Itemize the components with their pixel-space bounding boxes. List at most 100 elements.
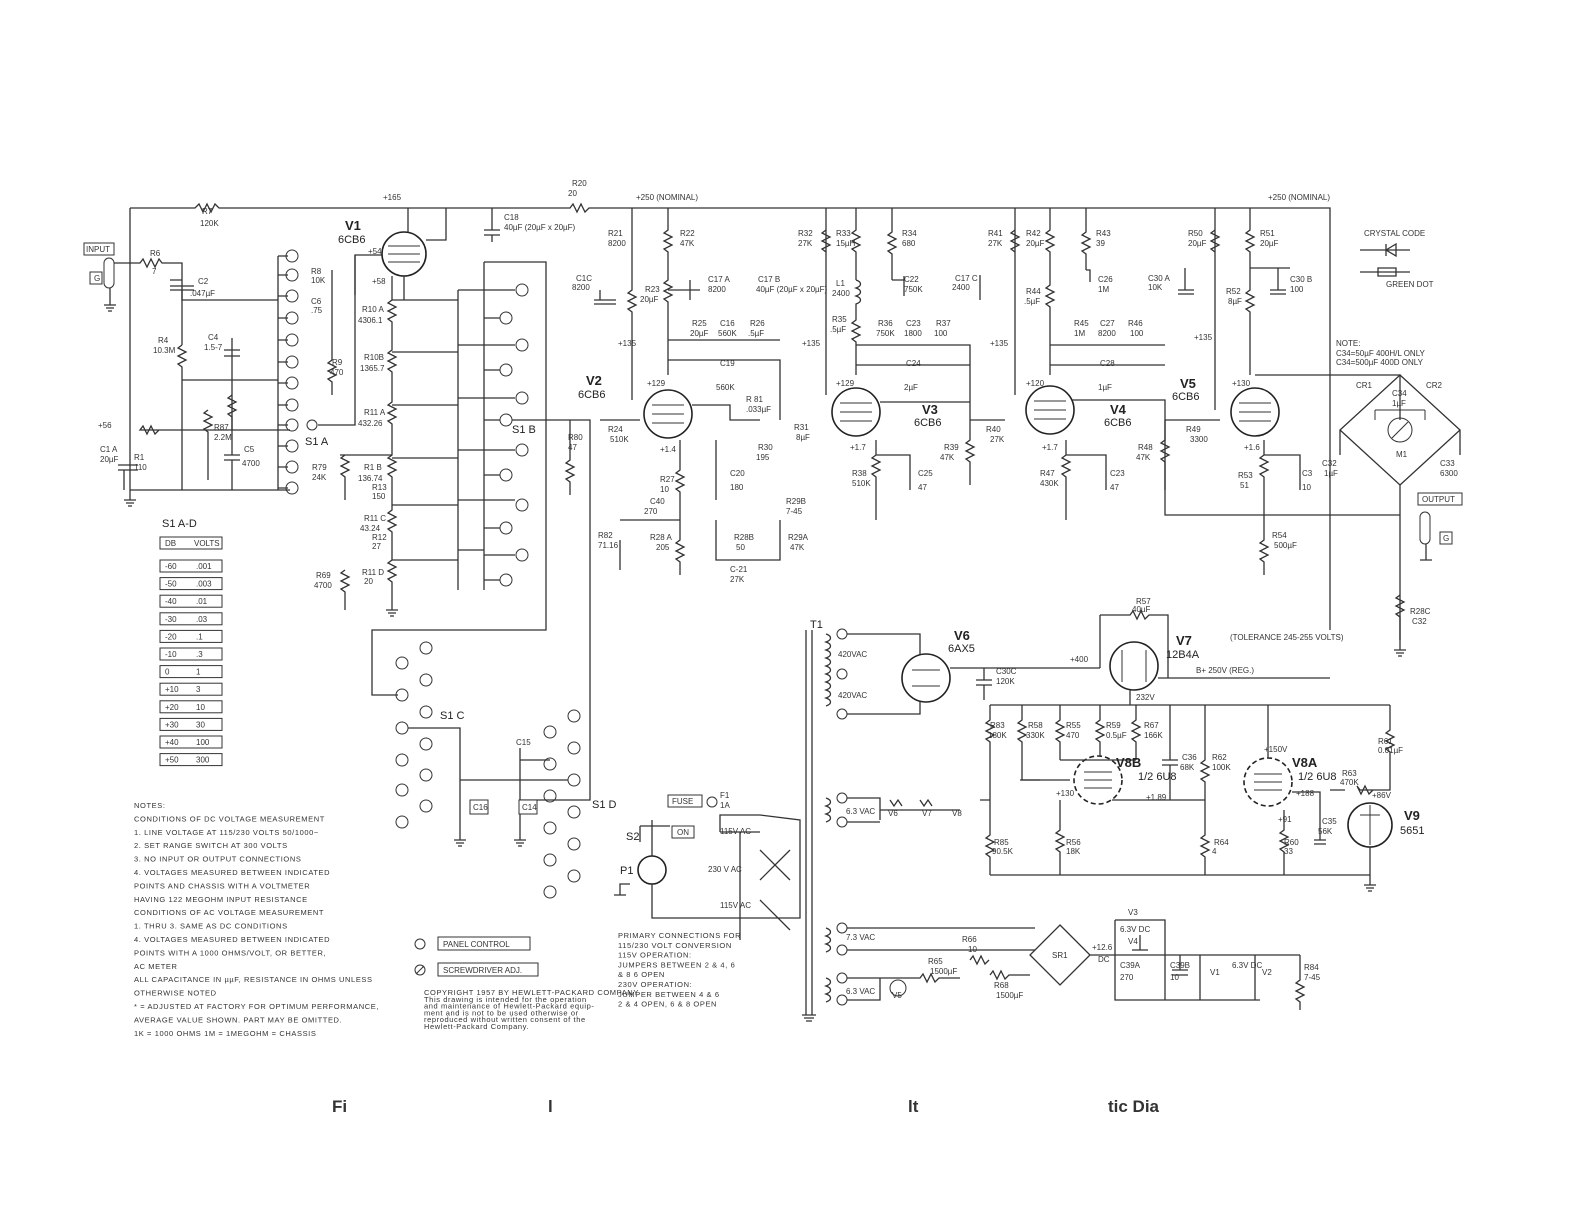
r23-ref: R23	[645, 285, 660, 294]
note-line: AC METER	[134, 962, 178, 971]
r35-ref: R35	[832, 315, 847, 324]
r63-ref: R63	[1342, 769, 1357, 778]
c36-value: 68K	[1180, 763, 1195, 772]
v8b-type: 1/2 6U8	[1138, 771, 1177, 783]
v5-cathode-v: +1.6	[1244, 443, 1260, 452]
note-line: 3. NO INPUT OR OUTPUT CONNECTIONS	[134, 855, 301, 864]
c40-value: 270	[644, 507, 658, 516]
r43-value: 39	[1096, 239, 1105, 248]
c30a-ref: C30 A	[1148, 274, 1170, 283]
r37-value: 100	[934, 329, 948, 338]
cr1: CR1	[1356, 381, 1373, 390]
r48-ref: R48	[1138, 443, 1153, 452]
label-165: +165	[383, 193, 402, 202]
r69-value: 4700	[314, 581, 332, 590]
copyright-line: and maintenance of Hewlett-Packard equip…	[424, 1002, 595, 1011]
r82-ref: R82	[598, 531, 613, 540]
s1b-label: S1 B	[512, 424, 536, 436]
r64-value: 4	[1212, 847, 1217, 856]
r9-value: 470	[330, 368, 344, 377]
c35-ref: C35	[1322, 817, 1337, 826]
caption-part-2: l	[548, 1097, 553, 1116]
r40-ref: R40	[986, 425, 1001, 434]
r55-ref: R55	[1066, 721, 1081, 730]
r46-value: 100	[1130, 329, 1144, 338]
c34-ref: C34	[1392, 389, 1407, 398]
range-row-box	[159, 594, 223, 608]
c17c-value: 2400	[952, 283, 970, 292]
r27-value: 10	[660, 485, 669, 494]
r81-value: .033µF	[746, 405, 771, 414]
dc-label: DC	[1098, 955, 1110, 964]
note-line: 4. VOLTAGES MEASURED BETWEEN INDICATED	[134, 868, 330, 877]
note-line: HAVING 122 MEGOHM INPUT RESISTANCE	[134, 895, 308, 904]
v232: 232V	[1136, 693, 1155, 702]
note-line: 4. VOLTAGES MEASURED BETWEEN INDICATED	[134, 935, 330, 944]
c27-value: 8200	[1098, 329, 1116, 338]
r12-value: 27	[372, 542, 381, 551]
range-row-volts: .01	[196, 597, 208, 606]
v2-ref: V2	[586, 373, 602, 388]
s1b-contacts	[499, 283, 591, 790]
caption-part-4: tic Dia	[1108, 1097, 1160, 1116]
note-line: OTHERWISE NOTED	[134, 989, 217, 998]
c5-value: 4700	[242, 459, 260, 468]
r25-value: 20µF	[690, 329, 709, 338]
fuse-label: FUSE	[672, 797, 693, 806]
input-section	[83, 242, 290, 507]
c22-value: 750K	[904, 285, 923, 294]
c40-ref: C40	[650, 497, 665, 506]
v5-ref: V5	[1180, 376, 1196, 391]
r47-value: 430K	[1040, 479, 1059, 488]
primary-line: 2 & 4 OPEN, 6 & 8 OPEN	[618, 1000, 717, 1009]
v6-heater-label: V6	[888, 809, 898, 818]
range-header-volts: VOLTS	[194, 539, 220, 548]
c33-ref: C33	[1440, 459, 1455, 468]
c5-ref: C5	[244, 445, 255, 454]
r59-value: 0.5µF	[1106, 731, 1127, 740]
c1a-ref: C1 A	[100, 445, 118, 454]
tolerance: (TOLERANCE 245-255 VOLTS)	[1230, 633, 1344, 642]
c23-value: 1800	[904, 329, 922, 338]
fil1-label: 6.3 VAC	[846, 807, 875, 816]
c19-value: 560K	[716, 383, 735, 392]
dc-6v3: 6.3V DC	[1120, 925, 1150, 934]
v1-screen-v: +58	[372, 277, 386, 286]
v91: +91	[1278, 815, 1292, 824]
v4-cathode-v: +1.7	[1042, 443, 1058, 452]
r13-value: 150	[372, 492, 386, 501]
r49-ref: R49	[1186, 425, 1201, 434]
r45-value: 1M	[1074, 329, 1085, 338]
r44-value: .5µF	[1024, 297, 1040, 306]
r10b-value: 1365.7	[360, 364, 385, 373]
f1-ref: F1	[720, 791, 730, 800]
c36-ref: C36	[1182, 753, 1197, 762]
primary-line: & 8 6 OPEN	[618, 970, 665, 979]
range-row-volts: 10	[196, 703, 205, 712]
r51-ref: R51	[1260, 229, 1275, 238]
range-row-db: +40	[165, 738, 179, 747]
r42-ref: R42	[1026, 229, 1041, 238]
r10b-ref: R10B	[364, 353, 384, 362]
range-row-box	[159, 700, 223, 714]
r81-ref: R 81	[746, 395, 763, 404]
v1-heater-label: V1	[1210, 968, 1220, 977]
input-label: INPUT	[86, 245, 110, 254]
v126: +12.6	[1092, 943, 1113, 952]
r67-value: 166K	[1144, 731, 1163, 740]
v3-stage	[820, 208, 1005, 520]
range-row-volts: .003	[196, 580, 212, 589]
range-row-box	[159, 753, 223, 767]
r68-value: 1500µF	[996, 991, 1023, 1000]
v56-label: +56	[98, 421, 112, 430]
range-row-db: +30	[165, 720, 179, 729]
r59-ref: R59	[1106, 721, 1121, 730]
crystal-green: GREEN DOT	[1386, 280, 1434, 289]
primary-line: 115/230 VOLT CONVERSION	[618, 941, 732, 950]
r87-value: 2.2M	[214, 433, 232, 442]
crystal-title: CRYSTAL CODE	[1364, 229, 1425, 238]
v130: +130	[1056, 789, 1075, 798]
r67-ref: R67	[1144, 721, 1159, 730]
c2-value: .047µF	[190, 289, 215, 298]
